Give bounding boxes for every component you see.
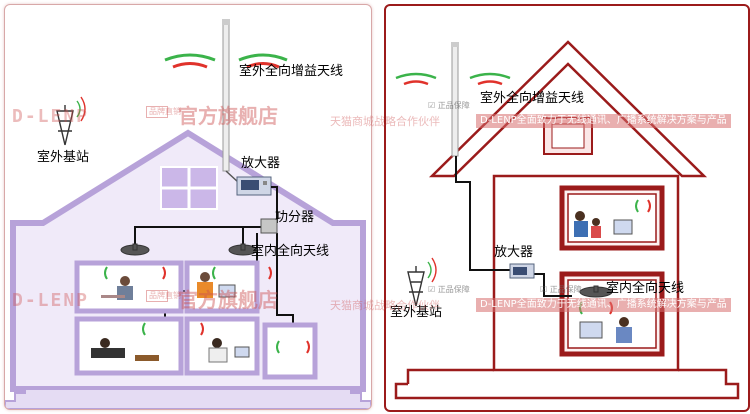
left-house-illustration [5,19,371,409]
label-indoor-antenna: 室内全向天线 [606,281,685,296]
left-amplifier-box [236,176,272,196]
left-attic-window [160,166,218,210]
right-indoor-antenna [579,285,613,298]
left-room-scene [91,272,250,363]
diagram-red-house: 室外全向增益天线 放大器 室内全向天线 室外基站 [384,4,750,412]
label-amplifier: 放大器 [494,245,534,260]
left-indoor-antenna [120,243,150,256]
label-outdoor-base-station: 室外基站 [37,150,90,165]
label-outdoor-gain-antenna: 室外全向增益天线 [480,91,585,106]
left-house-steps [5,388,371,409]
left-signal-wave [246,62,280,69]
right-attic-window [543,117,593,155]
right-signal-wave [469,72,511,80]
left-room [184,316,260,376]
left-indoor-antenna [228,243,258,256]
label-splitter: 功分器 [275,210,315,225]
left-splitter-box [260,218,278,234]
right-outdoor-antenna-shape [451,42,459,157]
label-outdoor-base-station: 室外基站 [390,305,443,320]
label-indoor-antenna: 室内全向天线 [251,244,330,259]
right-house-steps [394,368,740,400]
right-room-scene [574,211,633,343]
right-house-roof [428,40,708,178]
right-house-illustration [394,40,740,400]
diagram-purple-house: 室外全向增益天线 室外基站 放大器 功分器 室内全向天线 [4,4,372,410]
right-cable-network [455,156,572,297]
right-signal-wave [477,80,503,86]
left-room [262,322,318,380]
left-signal-wave [172,62,208,69]
right-signal-wave [403,80,429,86]
right-signal-wave [395,72,437,80]
label-amplifier: 放大器 [241,156,281,171]
left-signal-wave [238,53,288,62]
left-room-signal [104,266,310,354]
left-signal-wave [164,53,216,62]
left-room [74,316,184,376]
label-outdoor-gain-antenna: 室外全向增益天线 [239,64,344,79]
right-amplifier-box [509,263,535,279]
left-base-station-tower [56,96,86,146]
right-base-station-tower [407,257,437,307]
